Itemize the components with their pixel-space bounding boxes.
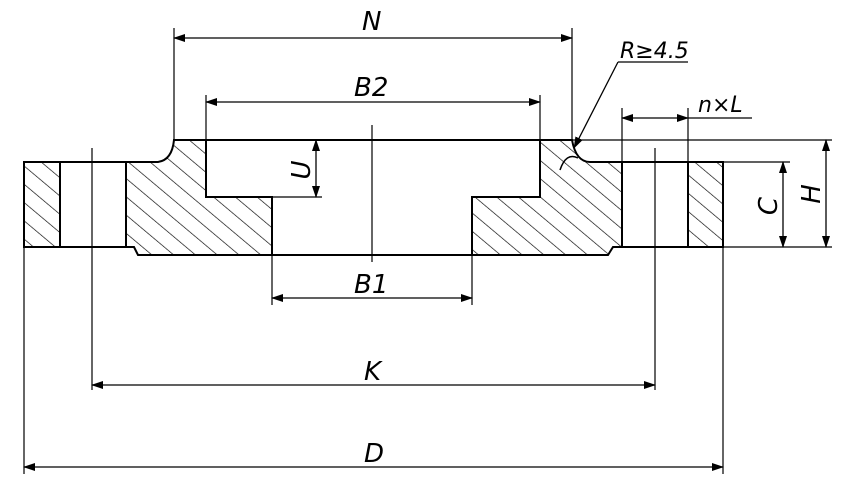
label-nL: n×L: [698, 93, 743, 118]
label-N: N: [362, 7, 381, 37]
extension-lines: [23, 28, 832, 474]
R-leader: [573, 61, 619, 149]
labels: N B2 B1 K D U C H R≥4.5 n×L: [287, 7, 827, 469]
dimension-lines: [23, 34, 830, 471]
label-B1: B1: [354, 270, 388, 300]
label-U: U: [287, 160, 317, 179]
label-D: D: [364, 439, 384, 469]
label-C: C: [754, 196, 784, 215]
hatched-sections: [23, 139, 724, 256]
label-K: K: [364, 357, 383, 387]
label-H: H: [797, 184, 827, 204]
label-R: R≥4.5: [620, 39, 689, 64]
hatch-right-body: [471, 139, 623, 256]
center-lines: [91, 125, 656, 390]
label-B2: B2: [354, 73, 388, 103]
hatch-right-rim: [687, 161, 724, 248]
hatch-left-rim: [23, 161, 61, 248]
hatch-left-body: [125, 139, 273, 256]
